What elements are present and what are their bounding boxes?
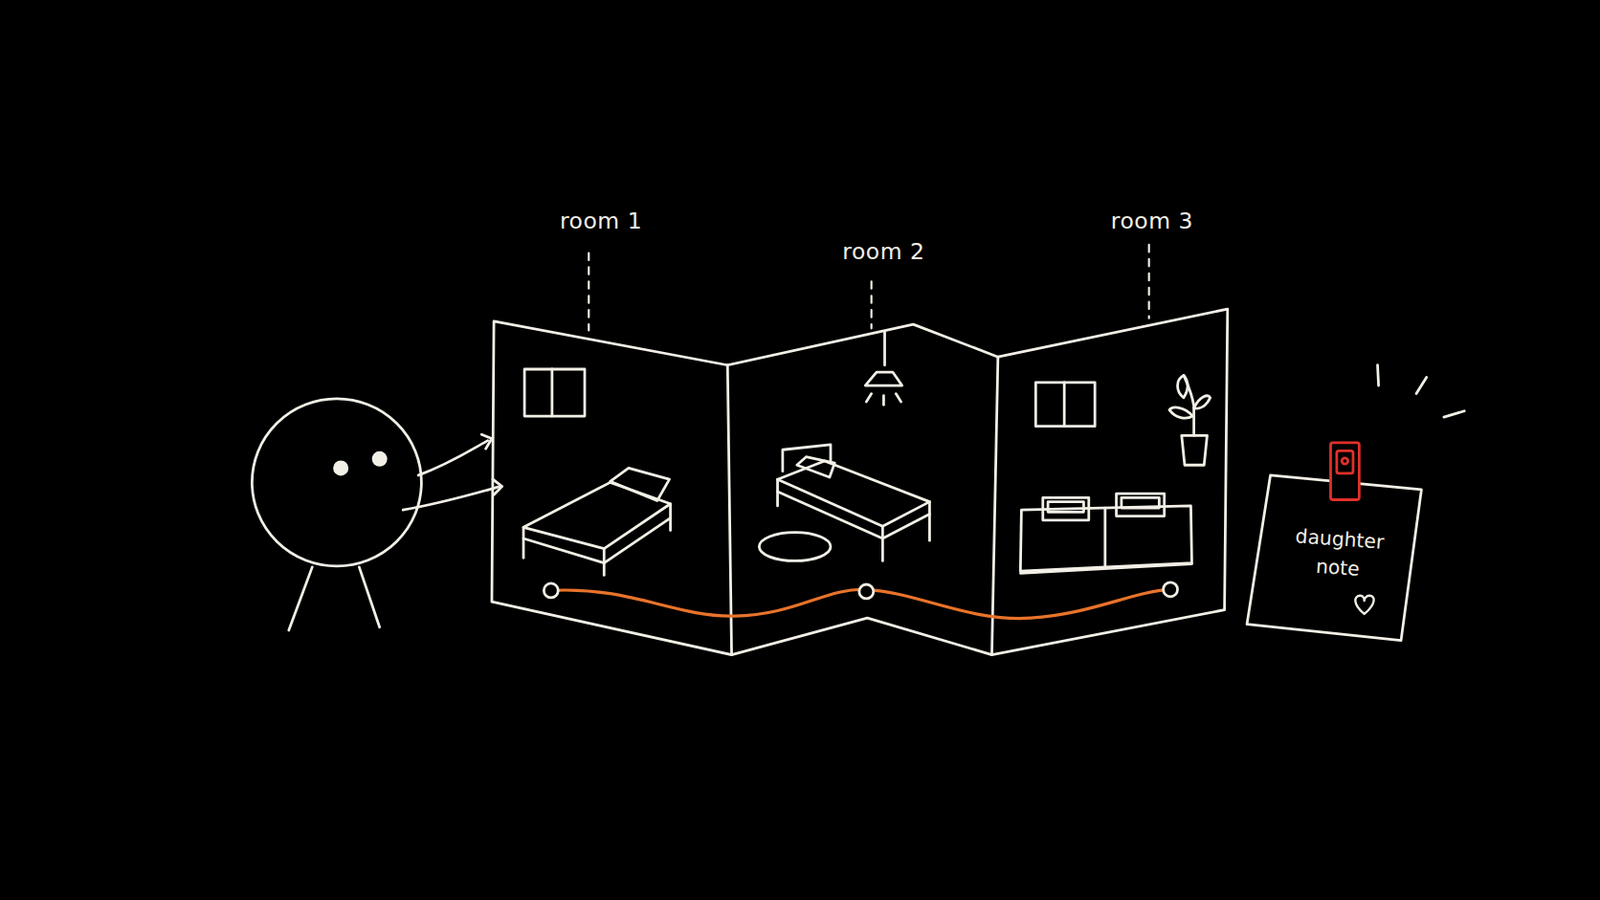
spark-strokes — [1377, 365, 1379, 386]
route-line — [859, 584, 874, 600]
room-1-drawing — [602, 563, 606, 577]
room-2-drawing — [777, 479, 931, 539]
stick-figure — [492, 479, 503, 495]
folded-map — [727, 365, 732, 656]
room-3-drawing — [1043, 497, 1089, 520]
room-2-drawing — [881, 538, 885, 561]
room-1-drawing — [668, 518, 672, 532]
room-3-drawing — [1169, 407, 1194, 419]
room-2-drawing — [881, 526, 885, 539]
spark-strokes — [1416, 377, 1427, 395]
room-3-drawing — [1116, 493, 1165, 516]
stick-figure — [251, 399, 422, 567]
note-card: daughter note — [1246, 475, 1422, 642]
stick-figure — [333, 460, 349, 476]
stick-figure — [402, 487, 500, 512]
folded-map — [991, 356, 998, 655]
room-2-drawing — [758, 533, 831, 562]
stick-figure — [288, 567, 313, 631]
room-1-drawing — [523, 482, 671, 549]
clip-body — [1330, 443, 1359, 501]
leader-line — [587, 252, 590, 331]
route-line — [543, 582, 1178, 620]
room-1-drawing — [523, 369, 671, 576]
room-label: room 3 — [1111, 208, 1194, 235]
room-3-drawing — [1177, 375, 1188, 398]
room-label: room 1 — [559, 208, 643, 235]
spark-strokes — [1377, 365, 1466, 418]
room-1-drawing — [610, 467, 670, 501]
room-3-drawing — [1103, 508, 1107, 568]
room-label: room 2 — [842, 239, 925, 266]
stick-figure — [372, 451, 388, 467]
room-3-drawing — [1035, 382, 1095, 427]
red-clip — [1330, 443, 1359, 501]
room-1-drawing — [522, 538, 526, 558]
folded-map — [491, 309, 1228, 655]
room-2-drawing — [866, 394, 871, 403]
room-3-drawing — [1020, 506, 1192, 572]
spark-strokes — [1444, 411, 1465, 418]
room-3-drawing — [1194, 396, 1211, 409]
room-2-drawing — [865, 372, 902, 386]
clip-inner — [1336, 450, 1354, 473]
room-3-drawing — [1121, 497, 1159, 509]
room-2-drawing — [895, 394, 901, 403]
stick-figure — [418, 441, 489, 476]
room-2-drawing — [797, 457, 835, 478]
stick-figure — [358, 567, 379, 628]
room-2-drawing — [777, 461, 931, 527]
note-text: daughter note — [1279, 520, 1398, 586]
room-3-drawing — [1063, 382, 1067, 427]
room-3-drawing — [1181, 435, 1208, 466]
room-1-drawing — [550, 369, 554, 417]
clip-hole — [1341, 458, 1348, 465]
room-1-drawing — [524, 369, 585, 417]
room-1-drawing — [602, 549, 606, 564]
stick-figure — [251, 399, 502, 631]
heart-symbol — [1355, 596, 1374, 615]
room-3-drawing — [1047, 502, 1084, 513]
route-line — [1163, 582, 1178, 598]
leader-line — [870, 281, 873, 329]
room-2-drawing — [883, 332, 887, 366]
room-3-drawing — [1020, 375, 1210, 574]
room-1-drawing — [523, 504, 671, 564]
room-2-drawing — [776, 491, 779, 507]
room-2-drawing — [928, 513, 932, 541]
folded-map — [491, 309, 1228, 655]
room-2-drawing — [882, 396, 886, 406]
room-2-drawing — [758, 332, 930, 562]
route-line — [543, 583, 558, 599]
leader-line — [1148, 244, 1151, 319]
stick-figure — [481, 434, 492, 449]
